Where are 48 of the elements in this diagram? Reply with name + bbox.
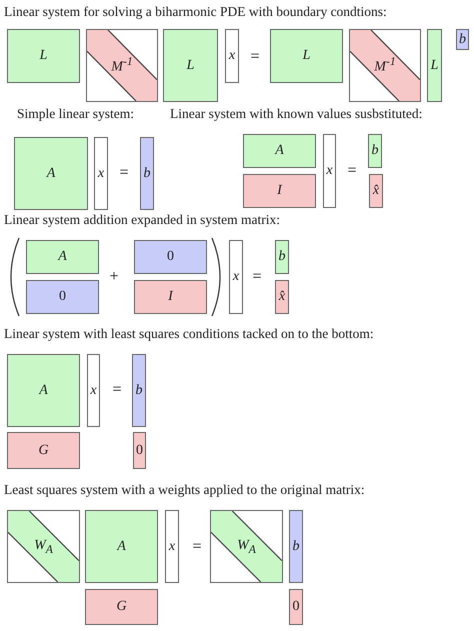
section-heading: Linear system with least squares conditions tacked on to the bottom: <box>4 326 374 342</box>
matrix-block: A <box>7 354 80 427</box>
matrix-block: x <box>165 510 179 583</box>
operator-sign: = <box>111 382 123 398</box>
matrix-block: I <box>134 280 207 314</box>
matrix-block: x <box>225 29 239 83</box>
matrix-block: W$_{A}$ <box>7 510 80 583</box>
section-heading: Simple linear system: <box>17 106 134 122</box>
matrix-block: 0 <box>289 589 303 625</box>
matrix-block: A <box>243 134 316 168</box>
operator-sign: = <box>346 163 358 179</box>
matrix-block: L <box>270 29 343 83</box>
matrix-block: L <box>427 29 442 102</box>
operator-sign: = <box>191 539 203 555</box>
matrix-block: b <box>368 134 382 168</box>
matrix-block: L <box>163 29 218 102</box>
matrix-block: W$_{A}$ <box>210 510 283 583</box>
matrix-block: x <box>229 240 243 314</box>
matrix-block: 0 <box>134 240 207 274</box>
section-heading: Linear system addition expanded in system matrix: <box>4 212 280 228</box>
operator-sign: = <box>118 165 130 181</box>
matrix-block: b <box>456 29 469 50</box>
matrix-block: M$^{-1}$ <box>86 29 158 102</box>
matrix-block: x <box>87 354 100 427</box>
matrix-block: b <box>275 240 289 274</box>
matrix-block: A <box>14 137 88 210</box>
matrix-block: 0 <box>133 432 146 469</box>
section-heading: Linear system for solving a biharmonic PDE with boundary condtions: <box>4 4 387 20</box>
matrix-block: A <box>26 240 99 274</box>
matrix-block: b <box>289 510 303 583</box>
matrix-block: A <box>85 510 158 583</box>
matrix-block: x̂ <box>275 280 289 314</box>
matrix-block: x <box>94 137 108 210</box>
matrix-block: I <box>243 174 316 208</box>
operator-sign: = <box>251 269 263 285</box>
matrix-block: b <box>140 137 154 210</box>
section-heading: Least squares system with a weights applied to the original matrix: <box>4 482 365 498</box>
matrix-block: x <box>323 134 336 208</box>
matrix-block: x̂ <box>369 174 383 208</box>
section-heading: Linear system with known values susbstituted: <box>170 106 422 122</box>
matrix-block: G <box>7 432 80 469</box>
matrix-block: L <box>7 29 80 83</box>
matrix-block: G <box>85 589 158 625</box>
operator-sign: + <box>108 269 120 285</box>
matrix-block: 0 <box>26 280 99 314</box>
matrix-block: b <box>132 354 146 427</box>
operator-sign: = <box>249 49 261 65</box>
matrix-block: M$^{-1}$ <box>349 29 421 102</box>
